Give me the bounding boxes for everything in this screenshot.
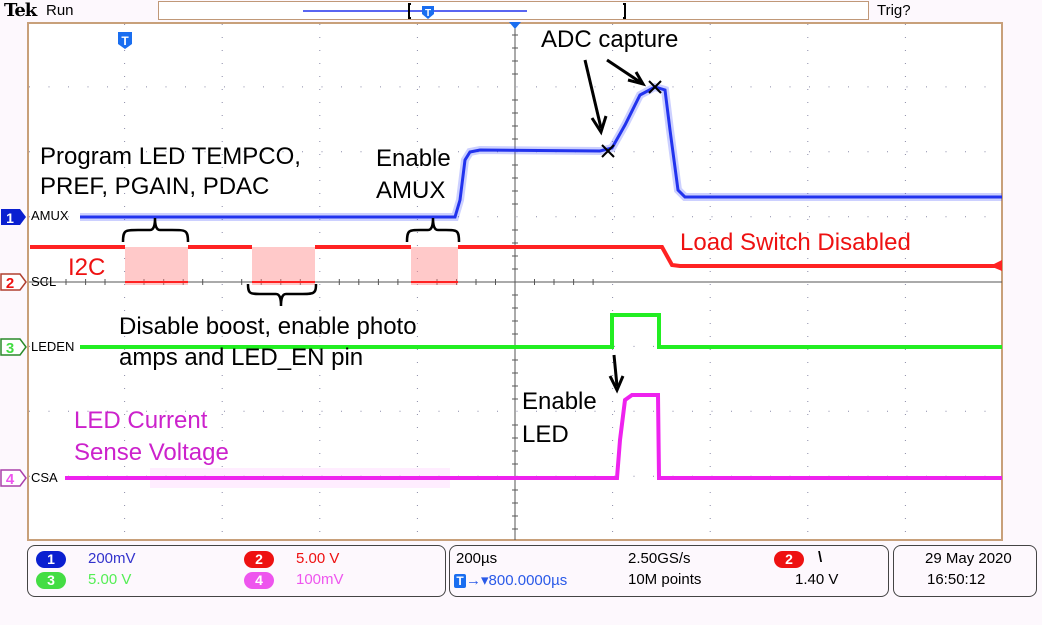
annotation-braces [121, 217, 461, 307]
svg-text:T: T [425, 8, 431, 19]
trigger-level-marker [990, 260, 1002, 271]
ch4-marker: 4 [0, 469, 27, 488]
svg-text:3: 3 [6, 340, 14, 357]
disable-boost-line2: amps and LED_EN pin [119, 344, 364, 371]
acquisition-status[interactable]: Run [46, 2, 74, 19]
ch2-name: SCL [31, 274, 57, 289]
ch1-trace [80, 82, 1002, 221]
ch2-scale: 5.00 V [296, 550, 340, 567]
load-switch-annotation: Load Switch Disabled [680, 229, 911, 256]
grid-lines [124, 24, 906, 540]
ch2-badge[interactable]: 2 [244, 551, 274, 568]
ch2-marker: 2 [0, 273, 27, 292]
time: 16:50:12 [927, 571, 986, 588]
svg-text:2: 2 [6, 275, 14, 292]
horizontal-position: T→▾800.0000µs [454, 571, 567, 589]
datetime-panel: 29 May 2020 16:50:12 [893, 545, 1037, 597]
ch4-name: CSA [31, 470, 58, 485]
annotation-arrows [583, 58, 647, 394]
time-per-div: 200µs [456, 550, 498, 567]
svg-text:1: 1 [6, 210, 14, 226]
record-view-graphic: T [303, 3, 626, 19]
ch3-trace [80, 313, 1002, 349]
ch3-name: LEDEN [31, 339, 75, 354]
ch4-scale: 100mV [296, 571, 344, 588]
disable-boost-line1: Disable boost, enable photo [119, 313, 417, 340]
trigger-level: 1.40 V [795, 571, 839, 588]
program-annotation-line1: Program LED TEMPCO, [40, 143, 301, 170]
date: 29 May 2020 [925, 550, 1012, 567]
trigger-status: Trig? [877, 2, 911, 19]
ch1-marker: 1 [1, 209, 26, 226]
svg-text:4: 4 [6, 471, 15, 488]
ch3-scale: 5.00 V [88, 571, 132, 588]
i2c-annotation: I2C [68, 254, 106, 281]
channel-scale-panel[interactable]: 1 200mV 2 5.00 V 3 5.00 V 4 100mV [27, 545, 446, 597]
svg-text:T: T [121, 34, 129, 48]
ch1-badge[interactable]: 1 [36, 551, 66, 568]
tek-logo: Tek [4, 0, 37, 21]
ch2-trace [30, 245, 1002, 285]
falling-edge-icon: \ [818, 549, 823, 566]
ch4-trace [65, 393, 1002, 488]
led-current-line2: Sense Voltage [74, 439, 229, 466]
trigger-time-marker [509, 22, 521, 29]
enable-led-line2: LED [522, 421, 569, 448]
ch3-marker: 3 [0, 338, 27, 357]
enable-led-line1: Enable [522, 388, 597, 415]
trigger-T-icon: T [454, 574, 466, 588]
enable-amux-line1: Enable [376, 145, 451, 172]
timebase-trigger-panel[interactable]: 200µs T→▾800.0000µs 2.50GS/s 10M points … [449, 545, 889, 597]
ch1-name: AMUX [31, 208, 69, 223]
adc-capture-annotation: ADC capture [541, 26, 679, 53]
trigger-T-icon: T [118, 32, 132, 49]
record-length: 10M points [628, 571, 702, 588]
record-view-bar[interactable]: T [158, 1, 869, 20]
led-current-line1: LED Current [74, 407, 208, 434]
arrow-right-icon: →▾ [466, 572, 489, 589]
sample-rate: 2.50GS/s [628, 550, 691, 567]
ch3-badge[interactable]: 3 [36, 572, 66, 589]
trigger-position-icon [422, 6, 434, 19]
ch4-badge[interactable]: 4 [244, 572, 274, 589]
ch1-scale: 200mV [88, 550, 136, 567]
trigger-source-badge[interactable]: 2 [774, 551, 804, 568]
enable-amux-line2: AMUX [376, 177, 446, 204]
cursor-x-markers [601, 80, 662, 158]
program-annotation-line2: PREF, PGAIN, PDAC [40, 173, 270, 200]
